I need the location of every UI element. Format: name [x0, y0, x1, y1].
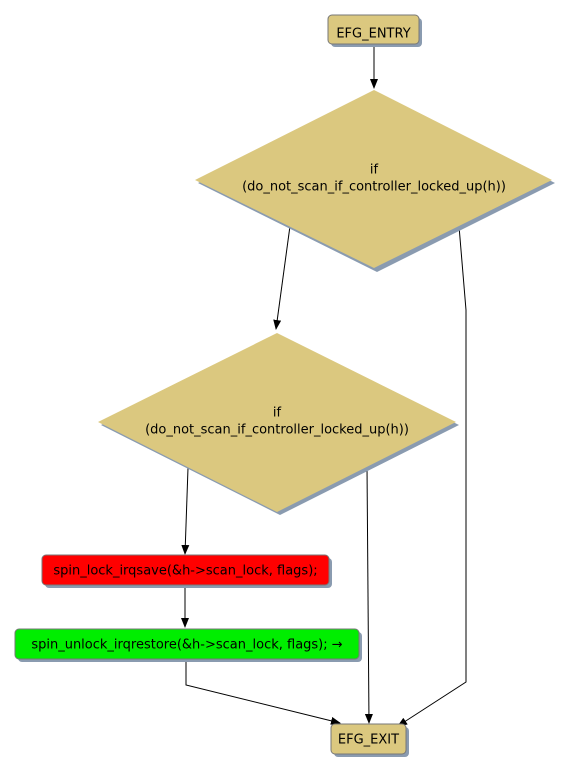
condition-node-1: if (do_not_scan_if_controller_locked_up(…: [195, 90, 555, 272]
edge-cond2-to-exit: [364, 465, 373, 724]
edge-cond1-to-exit: [397, 225, 467, 727]
unlock-label: spin_unlock_irqrestore(&h->scan_lock, fl…: [31, 638, 342, 653]
edge-unlock-to-exit: [185, 660, 341, 725]
condition-2-diamond: [98, 333, 456, 512]
edges: [181, 46, 467, 727]
lock-node: spin_lock_irqsave(&h->scan_lock, flags);: [41, 554, 332, 588]
condition-1-expression: (do_not_scan_if_controller_locked_up(h)): [242, 180, 506, 195]
lock-box: [41, 554, 330, 586]
condition-1-if: if: [370, 163, 379, 178]
lock-label: spin_lock_irqsave(&h->scan_lock, flags);: [53, 564, 317, 579]
exit-label: EFG_EXIT: [338, 733, 399, 748]
unlock-box: [14, 628, 360, 660]
condition-2-expression: (do_not_scan_if_controller_locked_up(h)): [145, 423, 409, 438]
exit-node: EFG_EXIT: [330, 723, 409, 757]
condition-1-diamond: [195, 90, 552, 268]
condition-node-2: if (do_not_scan_if_controller_locked_up(…: [98, 333, 459, 515]
entry-label: EFG_ENTRY: [336, 27, 410, 42]
edge-cond1-to-cond2: [273, 225, 291, 330]
unlock-node: spin_unlock_irqrestore(&h->scan_lock, fl…: [14, 628, 362, 662]
entry-box: [327, 14, 420, 45]
condition-2-if: if: [273, 406, 282, 421]
entry-node: EFG_ENTRY: [327, 14, 422, 47]
exit-box: [330, 723, 407, 755]
edge-cond2-to-lock: [181, 467, 190, 555]
